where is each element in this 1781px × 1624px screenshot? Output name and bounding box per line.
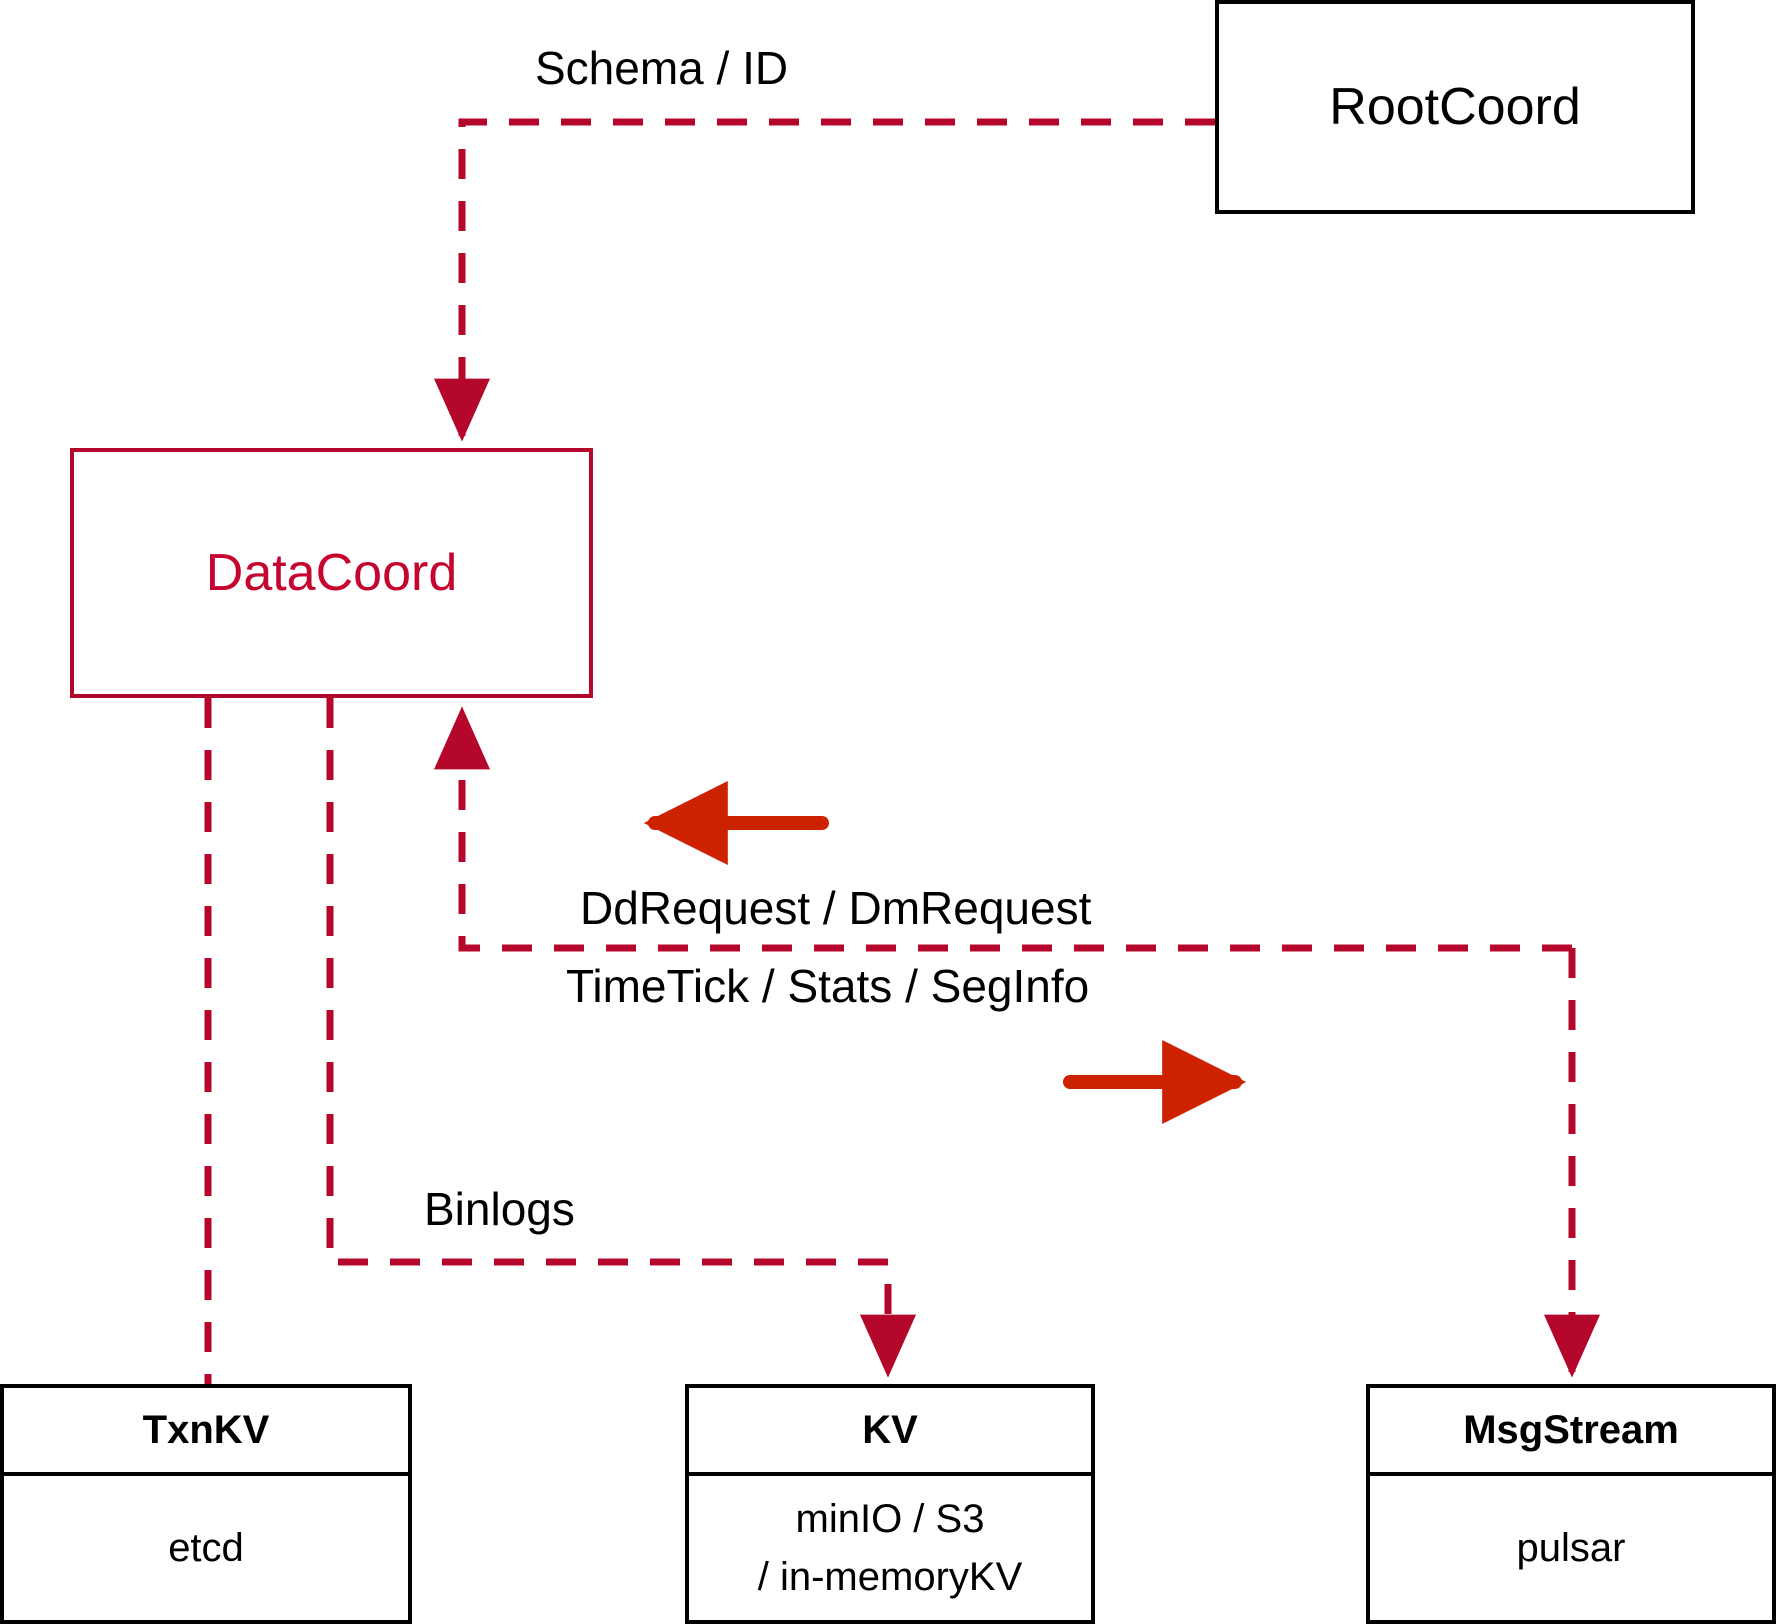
edge-binlogs (326, 698, 916, 1378)
node-msgstream-row-0: pulsar (1516, 1526, 1626, 1570)
node-rootcoord[interactable]: RootCoord (1215, 0, 1695, 214)
node-msgstream[interactable]: MsgStream pulsar (1366, 1384, 1776, 1624)
node-txnkv-header: TxnKV (4, 1388, 408, 1476)
node-kv-header: KV (689, 1388, 1091, 1476)
node-kv-body: minIO / S3 / in-memoryKV (689, 1476, 1091, 1620)
edge-label-binlogs: Binlogs (424, 1183, 575, 1235)
node-datacoord[interactable]: DataCoord (70, 448, 593, 698)
node-msgstream-header: MsgStream (1370, 1388, 1772, 1476)
edge-label-ddrequest-dmrequest: DdRequest / DmRequest (580, 882, 1092, 934)
node-kv[interactable]: KV minIO / S3 / in-memoryKV (685, 1384, 1095, 1624)
node-txnkv-body: etcd (4, 1476, 408, 1620)
edge-schema-id (434, 118, 1215, 442)
node-kv-row-0: minIO / S3 (795, 1497, 985, 1541)
node-txnkv[interactable]: TxnKV etcd (0, 1384, 412, 1624)
node-rootcoord-label: RootCoord (1329, 78, 1581, 136)
node-kv-row-1: / in-memoryKV (757, 1555, 1023, 1599)
edge-label-schema-id: Schema / ID (535, 42, 789, 94)
node-txnkv-row-0: etcd (168, 1526, 244, 1570)
node-msgstream-body: pulsar (1370, 1476, 1772, 1620)
edge-label-timetick-stats-seginfo: TimeTick / Stats / SegInfo (566, 960, 1090, 1012)
node-datacoord-label: DataCoord (205, 544, 458, 602)
